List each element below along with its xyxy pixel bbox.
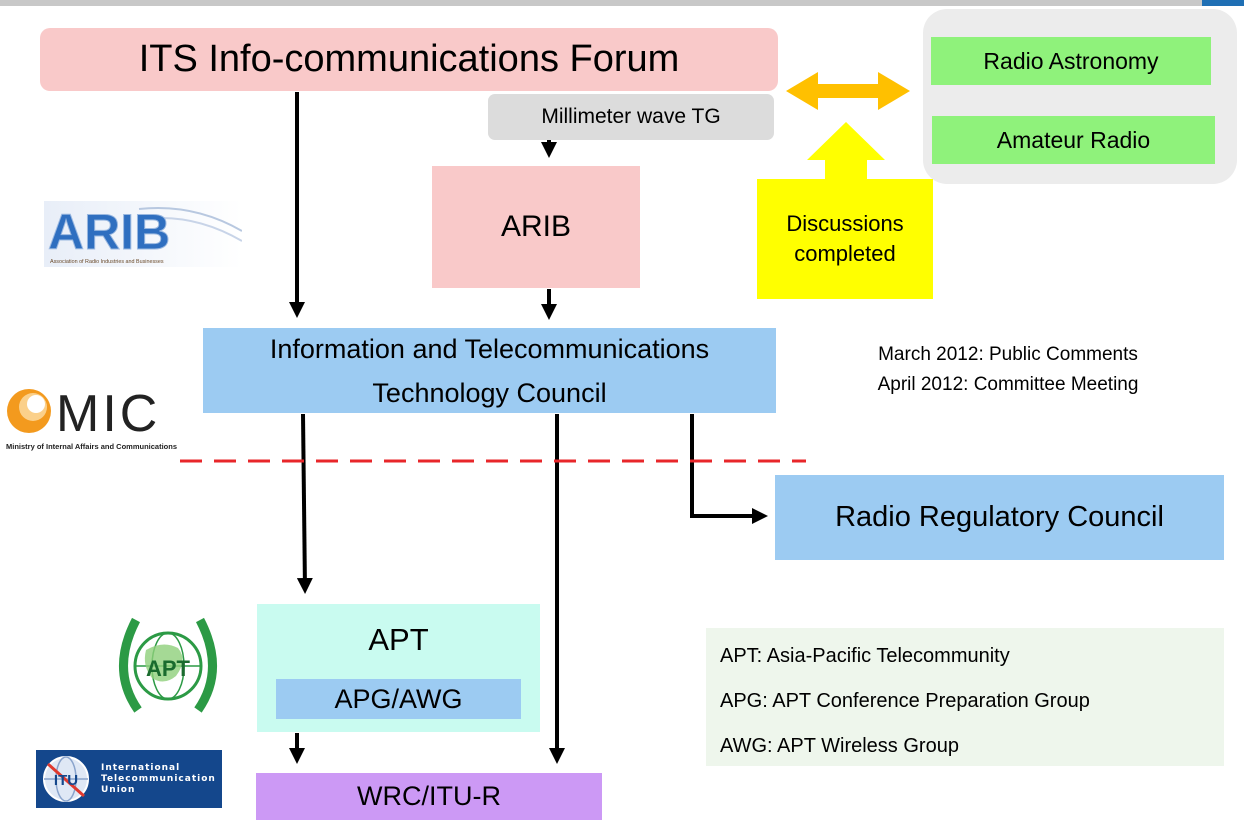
- millimeter-wave-tg-box: Millimeter wave TG: [488, 94, 774, 140]
- council-line2: Technology Council: [372, 377, 607, 408]
- apt-logo: APT: [119, 617, 217, 713]
- arib-logo: ARIB Association of Radio Industries and…: [44, 201, 242, 267]
- legend-awg: AWG: APT Wireless Group: [720, 735, 959, 757]
- top-bar: [0, 0, 1244, 6]
- discussions-line1: Discussions: [786, 211, 904, 236]
- note-march: March 2012: Public Comments: [878, 344, 1138, 365]
- apg-awg-box: APG/AWG: [276, 679, 521, 719]
- discussions-line2: completed: [794, 241, 896, 266]
- apt-logo-text: APT: [146, 656, 191, 681]
- radio-astronomy-box: Radio Astronomy: [931, 37, 1211, 85]
- yellow-up-arrow: [807, 122, 885, 182]
- legend-apg: APG: APT Conference Preparation Group: [720, 690, 1090, 712]
- mic-logo-subtitle: Ministry of Internal Affairs and Communi…: [6, 442, 177, 451]
- itu-logo-text: International Telecommunication Union: [101, 763, 216, 796]
- itu-line2: Telecommunication: [101, 774, 216, 784]
- apt-box: APT APG/AWG: [257, 604, 540, 732]
- itu-line1: International: [101, 763, 181, 773]
- abbreviation-legend: APT: Asia-Pacific Telecommunity APG: APT…: [706, 628, 1224, 766]
- amateur-radio-box: Amateur Radio: [932, 116, 1215, 164]
- apt-title: APT: [368, 622, 429, 657]
- wrc-itu-r-box: WRC/ITU-R: [256, 773, 602, 820]
- top-bar-accent: [1202, 0, 1244, 6]
- telecom-council-box: Information and Telecommunications Techn…: [203, 328, 776, 413]
- orange-double-arrow: [786, 72, 910, 110]
- arib-logo-subtitle: Association of Radio Industries and Busi…: [50, 259, 164, 265]
- mic-emblem-icon: [7, 389, 51, 433]
- note-april: April 2012: Committee Meeting: [877, 374, 1139, 395]
- itu-mark-text: ITU: [54, 772, 78, 789]
- radio-regulatory-council-box: Radio Regulatory Council: [775, 475, 1224, 560]
- discussions-completed-box: Discussions completed: [757, 179, 933, 299]
- timeline-notes: March 2012: Public Comments April 2012: …: [818, 340, 1198, 400]
- arrow-council-to-apt: [296, 413, 313, 594]
- arib-box: ARIB: [432, 166, 640, 288]
- arrow-council-to-rrc: [690, 414, 768, 524]
- itu-line3: Union: [101, 785, 136, 795]
- itu-logo: ITU International Telecommunication Unio…: [36, 750, 222, 808]
- mic-logo-text: MIC: [56, 385, 161, 443]
- itu-globe-icon: ITU: [43, 756, 89, 802]
- legend-apt: APT: Asia-Pacific Telecommunity: [720, 645, 1010, 667]
- arib-logo-text: ARIB: [48, 204, 170, 260]
- its-forum-box: ITS Info-communications Forum: [40, 28, 778, 91]
- council-line1: Information and Telecommunications: [269, 333, 710, 364]
- mic-logo: MIC Ministry of Internal Affairs and Com…: [6, 384, 178, 454]
